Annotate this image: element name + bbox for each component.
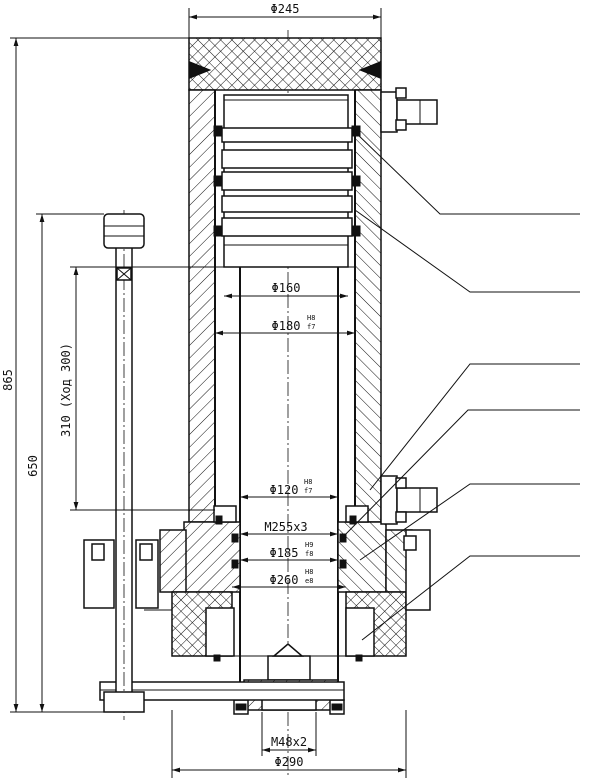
piston-rod — [215, 266, 355, 690]
dim-top-width: Φ245 — [271, 2, 300, 16]
dim-bore-260-tol-upper: H8 — [305, 568, 313, 576]
leader-lines — [339, 131, 580, 641]
top-end-cap — [188, 37, 382, 91]
dim-bore-185-tol-lower: f8 — [305, 550, 313, 558]
right-bracket — [403, 529, 431, 611]
upper-port — [380, 87, 438, 133]
dim-bore-180-tol-upper: H8 — [307, 314, 315, 322]
dim-bore-260-tol-lower: e8 — [305, 577, 313, 585]
dim-stroke: 310 (Ход 300) — [59, 343, 73, 437]
dim-bore-160: Φ160 — [272, 281, 301, 295]
dim-rod-height: 650 — [26, 455, 40, 477]
dim-bore-180: Φ180 — [272, 319, 301, 333]
base-plate — [99, 681, 345, 701]
dim-bore-180-tol-lower: f7 — [307, 323, 315, 331]
dim-bottom-width: Φ290 — [275, 755, 304, 769]
dim-total-height: 865 — [1, 369, 15, 391]
dim-thread-m255: M255x3 — [264, 520, 307, 534]
dim-bore-185: Φ185 — [270, 546, 299, 560]
tie-rod — [83, 210, 172, 720]
lower-port — [380, 475, 438, 525]
piston — [213, 94, 361, 268]
dim-bore-120-tol-lower: f7 — [304, 487, 312, 495]
rod-end-fitting — [233, 643, 345, 715]
dim-bore-185-tol-upper: H9 — [305, 541, 313, 549]
dim-bore-120: Φ120 — [270, 483, 299, 497]
dim-thread-m48: M48x2 — [271, 735, 307, 749]
dim-bore-260: Φ260 — [270, 573, 299, 587]
dimension-lines — [10, 8, 407, 778]
dim-bore-120-tol-upper: H8 — [304, 478, 312, 486]
